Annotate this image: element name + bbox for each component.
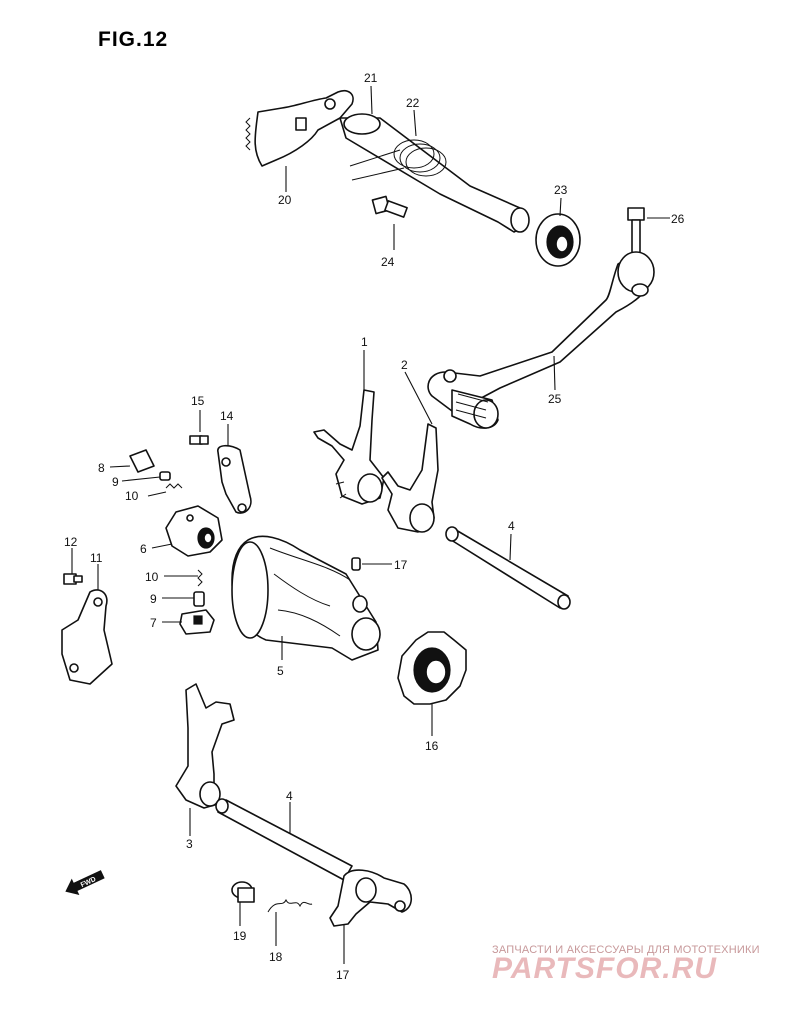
shift-lever-part-25 bbox=[427, 251, 655, 429]
callout-17: 17 bbox=[336, 968, 350, 982]
callout-labels: 21 22 23 26 20 24 1 2 25 4 15 14 8 9 10 … bbox=[64, 71, 685, 982]
callout-14: 15 bbox=[191, 394, 205, 408]
cam-lever-part-17 bbox=[329, 869, 413, 927]
bracket-part-11 bbox=[61, 589, 113, 685]
shift-arm-part-20 bbox=[245, 89, 354, 167]
callout-3: 3 bbox=[186, 837, 193, 851]
callout-4-lower: 4 bbox=[286, 789, 293, 803]
callout-8: 8 bbox=[98, 461, 105, 475]
stopper-part-7 bbox=[179, 609, 215, 635]
callout-18: 18 bbox=[269, 950, 283, 964]
callout-9-lower: 9 bbox=[150, 592, 157, 606]
pin-part-9-lower bbox=[193, 591, 205, 607]
callout-24: 24 bbox=[381, 255, 395, 269]
screw-part-12 bbox=[63, 573, 83, 585]
callout-23: 23 bbox=[554, 183, 568, 197]
callout-25: 25 bbox=[548, 392, 562, 406]
callout-9-upper: 9 bbox=[112, 475, 119, 489]
callout-7: 7 bbox=[150, 616, 157, 630]
pin-part-9-upper bbox=[159, 471, 171, 481]
pin-part-8 bbox=[129, 449, 155, 473]
callout-13: 14 bbox=[220, 409, 234, 423]
callout-11: 11 bbox=[90, 551, 103, 565]
bolt-part-26 bbox=[627, 207, 645, 259]
forward-direction-marker: FWD bbox=[65, 870, 105, 896]
fork-shaft-part-4-lower bbox=[215, 798, 353, 881]
spring-part-10-upper bbox=[165, 483, 183, 489]
spring-part-18 bbox=[267, 898, 313, 913]
return-spring-part-22 bbox=[349, 139, 447, 181]
callout-26: 26 bbox=[671, 212, 685, 226]
callout-10-lower: 10 bbox=[145, 570, 159, 584]
callout-20: 20 bbox=[278, 193, 292, 207]
arrow-left-icon bbox=[65, 870, 105, 896]
callout-2: 2 bbox=[401, 358, 408, 372]
fork-shaft-part-4-upper bbox=[445, 526, 571, 610]
screw-part-14 bbox=[189, 435, 209, 445]
shift-shaft-part-21 bbox=[339, 113, 530, 233]
cam-stopper-part-6 bbox=[165, 505, 223, 557]
callout-16: 17 bbox=[394, 558, 408, 572]
callout-15: 16 bbox=[425, 739, 439, 753]
spring-part-10-lower bbox=[197, 569, 203, 587]
leader-lines bbox=[71, 85, 670, 964]
cam-gear-part-15 bbox=[397, 631, 467, 705]
bearing-part-23 bbox=[535, 213, 581, 267]
bolt-part-24 bbox=[371, 195, 408, 218]
shift-fork-part-3 bbox=[175, 683, 235, 809]
callout-5: 5 bbox=[277, 664, 284, 678]
watermark-tagline: ЗАПЧАСТИ И АКСЕССУАРЫ ДЛЯ МОТОТЕХНИКИ bbox=[492, 944, 760, 956]
watermark-logo: PARTSFOR.RU bbox=[492, 952, 717, 985]
shift-fork-part-2 bbox=[381, 423, 439, 533]
pin-part-16 bbox=[351, 557, 361, 571]
callout-4-upper: 4 bbox=[508, 519, 515, 533]
callout-19: 19 bbox=[233, 929, 247, 943]
shift-cam-part-5 bbox=[231, 535, 381, 661]
callout-12: 12 bbox=[64, 535, 78, 549]
bolt-part-19 bbox=[231, 881, 255, 903]
shift-fork-part-1 bbox=[313, 389, 385, 505]
callout-10-upper: 10 bbox=[125, 489, 139, 503]
callout-22: 22 bbox=[406, 96, 420, 110]
figure-title: FIG.12 bbox=[98, 28, 169, 51]
callout-21: 21 bbox=[364, 71, 378, 85]
stopper-plate-part-13 bbox=[217, 444, 252, 514]
forward-label: FWD bbox=[80, 876, 97, 889]
callout-6: 6 bbox=[140, 542, 147, 556]
callout-1: 1 bbox=[361, 335, 368, 349]
